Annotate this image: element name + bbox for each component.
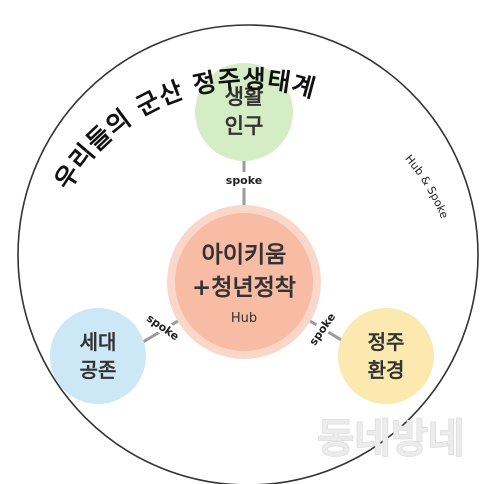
node-left-circle: [50, 308, 146, 404]
hub-spoke-arc-label: Hub & Spoke: [402, 152, 451, 220]
node-right-line1: 정주: [368, 330, 405, 354]
node-left-line1: 세대: [80, 330, 117, 354]
spoke-label-top: spoke: [226, 174, 262, 187]
hub-circle: [175, 213, 313, 351]
node-top-line2: 인구: [225, 114, 264, 138]
hub-spoke-arc-path: Hub & Spoke: [402, 152, 451, 220]
node-top-line1: 생활: [225, 85, 264, 109]
hub-line1: 아이키움: [202, 242, 287, 268]
spoke-label-left-bg: [142, 309, 184, 345]
node-right-line2: 환경: [368, 358, 405, 382]
hub-line2: +청년정착: [192, 275, 296, 301]
watermark-logo: 동네방네: [317, 416, 464, 462]
node-top-circle: [195, 63, 293, 161]
outer-ring: [17, 24, 479, 484]
hub-sub: Hub: [231, 311, 257, 326]
spoke-label-right-bg: [304, 308, 340, 350]
spoke-label-top-bg: [220, 172, 268, 188]
node-right-circle: [338, 308, 434, 404]
node-left-line2: 공존: [80, 358, 117, 382]
